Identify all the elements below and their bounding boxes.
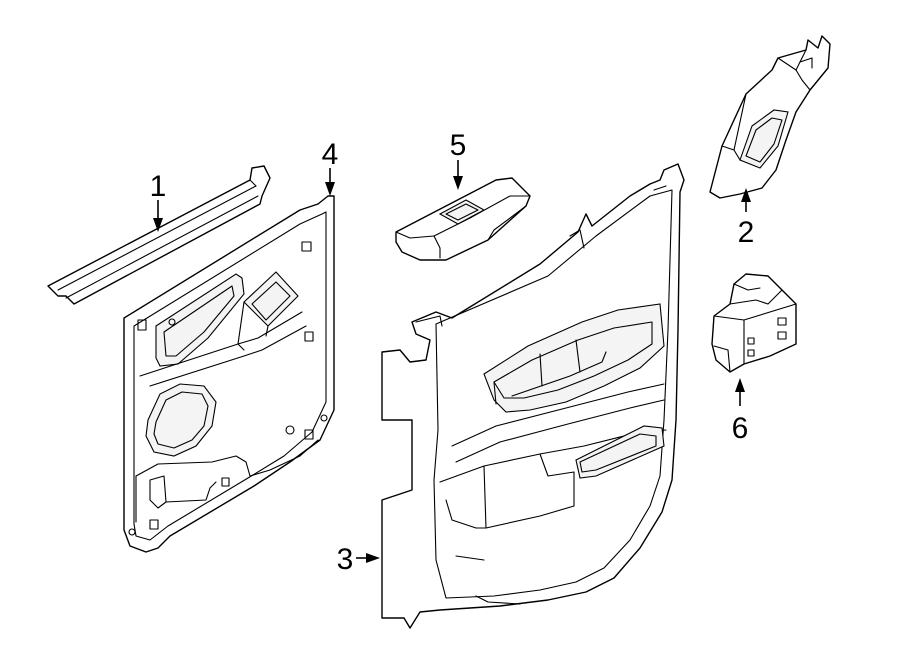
callout-5-label: 5 — [450, 129, 467, 162]
callout-2-label: 2 — [738, 216, 755, 249]
callout-1-arrow — [153, 200, 163, 232]
callout-arrows — [153, 160, 751, 563]
part-6-window-switch — [711, 273, 797, 373]
callout-4-label: 4 — [322, 138, 339, 171]
callout-5-arrow — [453, 160, 463, 190]
callout-6-label: 6 — [732, 412, 749, 445]
part-4-door-trim-panel — [123, 195, 335, 553]
callout-4-arrow — [325, 168, 335, 196]
part-5-switch-bezel — [395, 177, 531, 261]
callout-3-label: 3 — [337, 543, 354, 576]
callout-6-arrow — [735, 378, 745, 406]
callout-3-arrow — [356, 553, 380, 563]
callout-1-label: 1 — [150, 170, 167, 203]
callout-2-arrow — [741, 188, 751, 212]
part-1-belt-molding — [47, 165, 271, 305]
part-3-large-trim-panel — [381, 163, 685, 629]
part-2-trim-cover — [709, 35, 831, 199]
